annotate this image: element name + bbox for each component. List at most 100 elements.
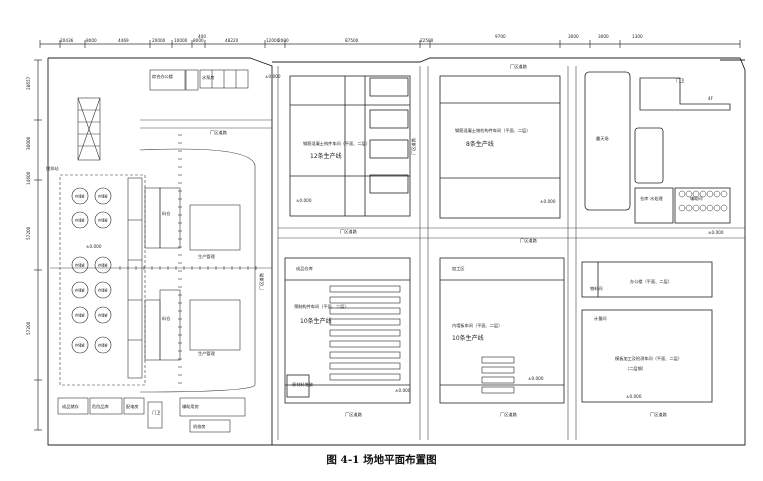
production-line-bar (329, 351, 401, 359)
small-label: 门卫 (152, 409, 160, 416)
production-line-bar (481, 356, 515, 364)
tree-symbol (678, 190, 686, 198)
silo (71, 211, 89, 229)
building-label: 钢筋混凝土墩柱构件车间（平面、二层） (455, 127, 530, 134)
silo-label: 存储罐 (98, 288, 108, 293)
silo-label: 存储罐 (75, 218, 85, 223)
small-label: 水泵房 (202, 74, 215, 81)
small-label: 厂区道路 (500, 411, 518, 418)
silo (94, 187, 112, 205)
small-label: 厂区道路 (340, 228, 358, 235)
silo-label: 存储罐 (98, 313, 108, 318)
tree-symbol (699, 190, 707, 198)
dim-label: 8000 (86, 38, 97, 43)
tree-symbol (699, 204, 707, 212)
tree-symbol (720, 190, 728, 198)
dim-label: 20000 (152, 38, 166, 43)
small-label: 仓库 (640, 195, 648, 202)
small-label: 原材料堆放 (292, 381, 314, 388)
production-line-bar (329, 373, 401, 381)
building-label: 办公楼（平面、二层） (630, 278, 672, 285)
left-dim: 57200 (26, 321, 31, 335)
production-line-bar (481, 366, 515, 374)
production-line-bar (329, 340, 401, 348)
tree-symbol (713, 204, 721, 212)
tree-symbol (720, 204, 728, 212)
silo (71, 256, 89, 274)
dim-label: 12000 (266, 38, 280, 43)
production-line-bar (329, 329, 401, 337)
small-label: 厂区道路 (258, 272, 265, 290)
small-label: 综合办公楼 (152, 73, 173, 80)
small-label: 生产管理 (198, 350, 216, 357)
dim-label: 3000 (568, 34, 579, 39)
building-line: 12条生产线 (310, 152, 342, 160)
elevation: ±0.000 (296, 198, 312, 203)
small-label: 成品储存 (62, 403, 79, 410)
silo-label: 存储罐 (98, 218, 108, 223)
small-label: 门卫 (676, 77, 684, 84)
building-label: 模板加工及检测车间（平面、二层） (615, 355, 682, 362)
silo-label: 存储罐 (98, 194, 108, 199)
small-label: 搅拌站 (46, 165, 59, 172)
building-line: 10条生产线 (300, 317, 332, 325)
silo-label: 存储罐 (75, 343, 85, 348)
silo (71, 306, 89, 324)
small-label: 厂区道路 (520, 237, 538, 244)
tree-symbol (706, 190, 714, 198)
elevation: ±0.000 (528, 376, 544, 381)
small-label: 危险品库 (92, 403, 109, 410)
silo (94, 306, 112, 324)
elevation: ±0.000 (265, 74, 281, 79)
elevation: ±0.000 (395, 388, 411, 393)
small-label: 计量间 (594, 315, 607, 322)
elevation: ±0.000 (86, 244, 102, 249)
left-dim: 30000 (26, 136, 31, 150)
small-label: 辅助间 (690, 195, 703, 202)
left-dim: 28657 (26, 76, 31, 90)
figure-caption: 图 4-1 场地平面布置图 (326, 454, 437, 466)
building-label: 露天场 (596, 135, 609, 142)
production-line-bar (329, 362, 401, 370)
silo (94, 281, 112, 299)
elevation: ±0.000 (708, 230, 724, 235)
small-label: 厂区道路 (650, 411, 668, 418)
production-line-bar (329, 307, 401, 315)
small-label: 机修房 (193, 423, 206, 430)
tree-symbol (706, 204, 714, 212)
silo (71, 336, 89, 354)
building-label: 内墙板车间（平面、二层） (452, 322, 502, 329)
silo-label: 存储罐 (75, 313, 85, 318)
small-label: 辅助用房 (182, 403, 199, 410)
elevation: ±0.000 (540, 199, 556, 204)
tree-symbol (685, 190, 693, 198)
tree-symbol (692, 190, 700, 198)
small-label: 厂区道路 (410, 137, 417, 155)
silo-label: 存储罐 (75, 194, 85, 199)
silo-label: 存储罐 (98, 263, 108, 268)
building-label: （二层钢） (625, 365, 646, 372)
small-label: 水处理 (650, 195, 663, 202)
production-line-bar (481, 376, 515, 384)
small-label: 料仓 (162, 315, 171, 322)
dim-label: 8000 (193, 38, 204, 43)
building-label: 钢筋混凝土构件车间（平面、二层） (303, 140, 370, 147)
elevation: ±0.000 (626, 394, 642, 399)
production-line-bar (329, 285, 401, 293)
building-line: 8条生产线 (466, 140, 494, 148)
silo (71, 187, 89, 205)
dim-label: 10000 (174, 38, 188, 43)
silo (94, 211, 112, 229)
small-label: 成品仓库 (296, 265, 313, 272)
silo (94, 256, 112, 274)
small-label: 厂区道路 (210, 129, 228, 136)
silo (71, 281, 89, 299)
building-line: 10条生产线 (452, 334, 484, 342)
left-dim: 57200 (26, 226, 31, 240)
dim-label: 22500 (420, 38, 434, 43)
dim-label: 400 (198, 34, 206, 39)
tree-symbol (678, 204, 686, 212)
silo-label: 存储罐 (98, 343, 108, 348)
dim-label: 9700 (495, 34, 506, 39)
production-line-bar (329, 318, 401, 326)
